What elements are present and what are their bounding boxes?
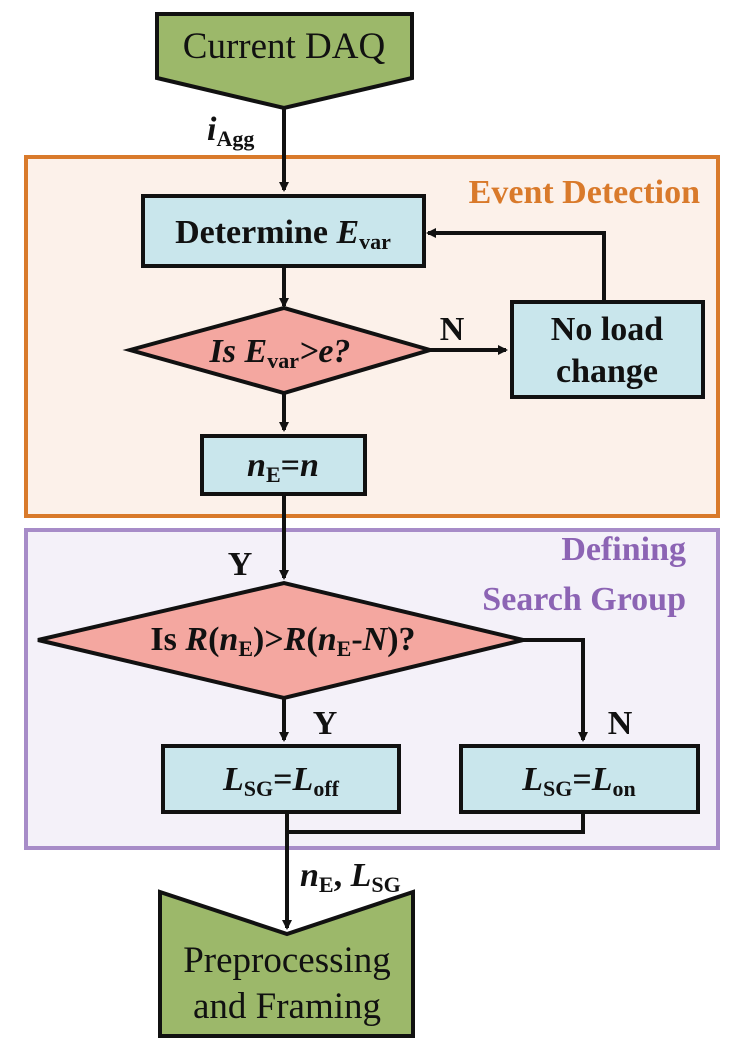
search-yes-label: Y xyxy=(313,705,338,742)
search-group-title-line2: Search Group xyxy=(482,581,686,618)
merge-line xyxy=(287,812,585,834)
output-signal-label: nE, LSG xyxy=(300,857,401,897)
lsg-on-box xyxy=(459,744,700,814)
arrow-search-decision-no xyxy=(523,638,588,742)
no-load-change-line2: change xyxy=(556,353,658,390)
arrow-noload-loop-back xyxy=(426,228,606,302)
lsg-on-label: LSG=Lon xyxy=(521,761,636,801)
assign-ne-label: nE=n xyxy=(247,447,319,487)
search-no-label: N xyxy=(608,705,633,742)
evar-threshold-label: Is Evar>e? xyxy=(209,333,351,373)
resistance-comparison-label: Is R(nE)>R(nE-N)? xyxy=(150,621,415,661)
evar-threshold-decision xyxy=(122,305,438,396)
input-signal-label: iAgg xyxy=(207,111,254,151)
lsg-off-box xyxy=(161,744,401,814)
no-load-change-box xyxy=(510,300,705,399)
start-label: Current DAQ xyxy=(183,26,386,67)
determine-evar-label: Determine Evar xyxy=(175,214,391,254)
end-terminal xyxy=(158,889,415,1038)
start-terminal xyxy=(155,12,414,111)
end-label-line2: and Framing xyxy=(193,986,381,1027)
search-entry-yes-label: Y xyxy=(228,546,253,583)
end-label-line1: Preprocessing xyxy=(183,940,391,981)
event-detection-title: Event Detection xyxy=(469,174,700,211)
assign-ne-box xyxy=(200,434,367,496)
no-load-change-line1: No load xyxy=(551,311,664,348)
no-branch-label: N xyxy=(440,311,465,348)
resistance-comparison-decision xyxy=(37,580,524,701)
lsg-off-label: LSG=Loff xyxy=(222,761,340,801)
determine-evar-box xyxy=(141,194,426,268)
search-group-title-line1: Defining xyxy=(561,531,686,568)
